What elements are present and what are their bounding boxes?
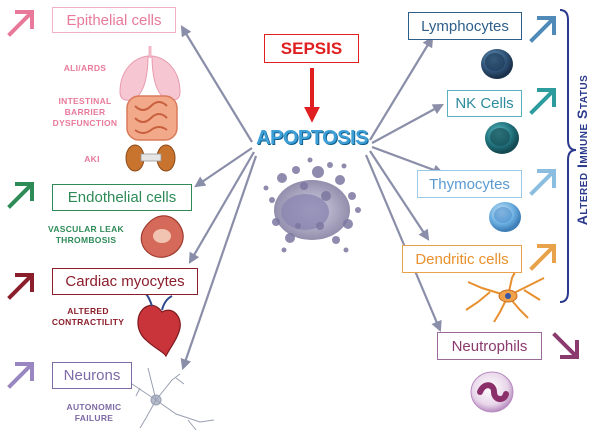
sepsis-box: SEPSIS [264, 34, 359, 63]
vascular-leak-label: Vascular leak Thrombosis [36, 224, 136, 246]
arrow-to-neutrophils [364, 154, 442, 333]
connector-arrows [180, 25, 445, 371]
neutrophils-down-icon [552, 332, 579, 359]
lungs-icon [119, 46, 181, 101]
arrow-to-cardiac [188, 151, 255, 264]
dendritic-cells-box: Dendritic cells [402, 245, 522, 273]
intestinal-barrier-label: Intestinal Barrier dysfunction [42, 96, 128, 129]
arrow-to-dendritic [369, 150, 430, 241]
autonomic-line-2: failure [74, 413, 114, 423]
intestinal-line-3: dysfunction [52, 118, 118, 128]
intestine-icon [126, 95, 178, 141]
nk-up-icon [529, 88, 556, 115]
dendritic-cell-icon [465, 269, 545, 323]
vascular-line-1: Vascular leak [48, 224, 124, 234]
thymocytes-label: Thymocytes [429, 175, 510, 193]
neutrophils-box: Neutrophils [437, 332, 542, 360]
neurons-box: Neurons [52, 362, 132, 389]
endothelial-up-icon [7, 182, 34, 209]
kidneys-icon [125, 144, 176, 172]
nk-cells-label: NK Cells [455, 95, 514, 112]
arrow-to-thymocytes [371, 145, 445, 176]
epithelial-cells-label: Epithelial cells [66, 11, 162, 29]
left-trend-arrows [7, 10, 34, 389]
lymphocytes-label: Lymphocytes [421, 17, 509, 35]
altered-contractility-label: Altered Contractility [40, 306, 136, 328]
neuron-icon [123, 367, 215, 431]
heart-icon [137, 293, 181, 358]
arrow-to-nk [371, 103, 444, 144]
nk-cells-box: NK Cells [447, 90, 522, 117]
endothelial-cells-box: Endothelial cells [52, 184, 192, 211]
apoptotic-cell-image [263, 157, 361, 253]
vascular-line-2: Thrombosis [55, 235, 117, 245]
dendritic-up-icon [529, 244, 556, 271]
altered-line-2: Contractility [51, 317, 125, 327]
thymocytes-box: Thymocytes [417, 170, 522, 198]
neutrophil-cell-icon [470, 371, 514, 413]
arrow-to-epithelial [180, 25, 253, 143]
intestinal-line-1: Intestinal [58, 96, 112, 106]
sepsis-label: SEPSIS [280, 38, 343, 58]
blood-vessel-icon [140, 215, 184, 258]
arrow-to-endothelial [194, 147, 253, 188]
lymphocytes-up-icon [529, 16, 556, 43]
autonomic-failure-label: Autonomic failure [54, 402, 134, 424]
arrow-to-neurons [180, 155, 258, 371]
endothelial-cells-label: Endothelial cells [67, 189, 177, 206]
epithelial-up-icon [7, 10, 34, 37]
thymocytes-up-icon [529, 169, 556, 196]
apoptosis-label: APOPTOSIS [256, 127, 368, 149]
altered-immune-status-label: Altered Immune Status [574, 74, 590, 226]
nk-cell-icon [485, 122, 519, 154]
cardiac-myocytes-box: Cardiac myocytes [52, 268, 198, 295]
epithelial-cells-box: Epithelial cells [52, 7, 176, 33]
dendritic-cells-label: Dendritic cells [415, 250, 509, 268]
right-trend-arrows [529, 16, 579, 359]
autonomic-line-1: Autonomic [66, 402, 122, 412]
immune-bracket [559, 9, 577, 303]
lymphocytes-box: Lymphocytes [408, 12, 522, 40]
neurons-up-icon [7, 362, 34, 389]
ali-ards-label: ALI/ARDS [63, 63, 107, 73]
intestinal-line-2: Barrier [64, 107, 106, 117]
aki-label: AKI [84, 154, 100, 164]
altered-line-1: Altered [67, 306, 109, 316]
lymphocyte-cell-icon [481, 49, 513, 79]
thymocyte-cell-icon [489, 202, 521, 232]
neutrophils-label: Neutrophils [451, 337, 528, 355]
cardiac-up-icon [7, 273, 34, 300]
neurons-label: Neurons [63, 367, 121, 384]
cardiac-myocytes-label: Cardiac myocytes [65, 273, 185, 290]
arrow-to-lymphocytes [369, 36, 434, 141]
